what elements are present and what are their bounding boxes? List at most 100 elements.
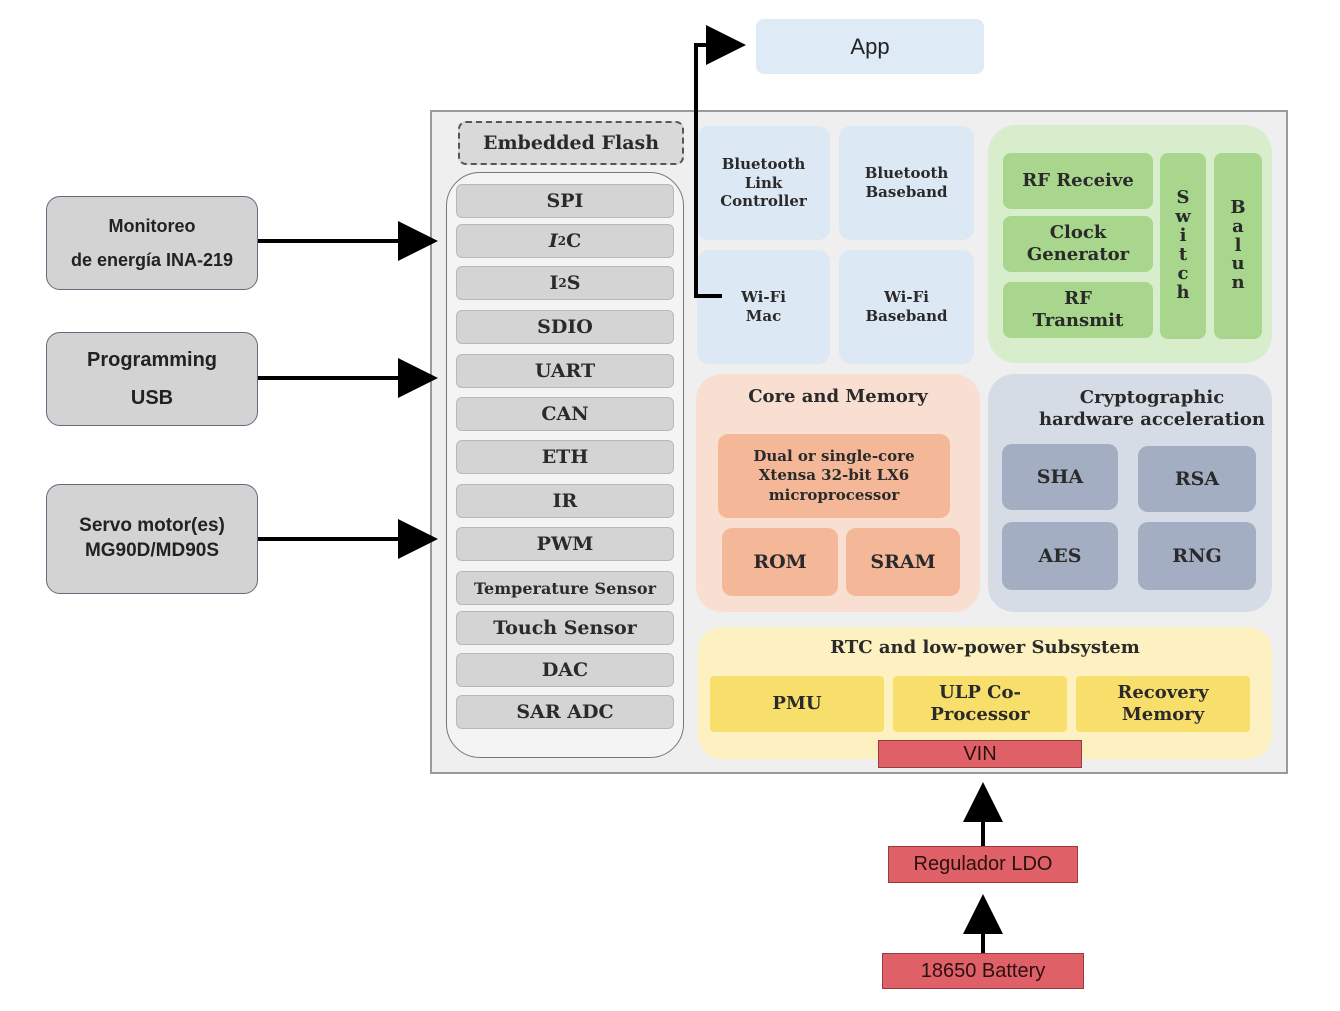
periph-eth-label: ETH (541, 446, 589, 468)
rng-box: RNG (1138, 522, 1256, 590)
servo-line2: MG90D/MD90S (84, 540, 220, 561)
periph-ir-label: IR (552, 490, 578, 512)
balun-letter: B (1230, 196, 1246, 218)
battery-box: 18650 Battery (882, 953, 1084, 989)
periph-sdio: SDIO (456, 310, 674, 344)
energy-monitor-box: Monitoreo de energía INA-219 (46, 196, 258, 290)
periph-uart: UART (456, 354, 674, 388)
arrow-wifi-to-app (694, 25, 746, 298)
cpu-line2: Xtensa 32-bit LX6 (758, 466, 910, 485)
crypto-title-line1: Cryptographic (1079, 386, 1225, 408)
crypto-title: Cryptographic hardware acceleration (1030, 384, 1274, 434)
servo-line1: Servo motor(es) (79, 515, 225, 537)
wifi-baseband-line1: Wi-Fi (884, 288, 929, 307)
sha-box: SHA (1002, 444, 1118, 510)
bt-baseband-line2: Baseband (865, 183, 948, 201)
vin-box: VIN (878, 740, 1082, 768)
rf-receive-label: RF Receive (1022, 170, 1134, 192)
balun-letter: l (1234, 234, 1242, 256)
crypto-title-line2: hardware acceleration (1039, 409, 1265, 430)
core-memory-title: Core and Memory (696, 382, 980, 410)
bt-baseband-line1: Bluetooth (864, 164, 949, 183)
periph-uart-label: UART (534, 360, 596, 382)
bluetooth-link-controller: Bluetooth Link Controller (697, 126, 830, 240)
rf-switch: S w i t c h (1160, 153, 1206, 339)
rng-label: RNG (1172, 545, 1222, 567)
recovery-memory-box: Recovery Memory (1076, 676, 1250, 732)
clock-generator: Clock Generator (1003, 216, 1153, 272)
rf-receive: RF Receive (1003, 153, 1153, 209)
sram-box: SRAM (846, 528, 960, 596)
switch-letter: t (1178, 244, 1188, 265)
rom-box: ROM (722, 528, 838, 596)
periph-dac-label: DAC (541, 659, 589, 681)
periph-temperature-label: Temperature Sensor (473, 578, 657, 598)
periph-dac: DAC (456, 653, 674, 687)
periph-sdio-label: SDIO (537, 316, 593, 338)
aes-box: AES (1002, 522, 1118, 590)
periph-i2s-base: I (549, 272, 559, 294)
ulp-coprocessor-box: ULP Co- Processor (893, 676, 1067, 732)
rtc-title-label: RTC and low-power Subsystem (830, 636, 1140, 658)
periph-touch-sensor: Touch Sensor (456, 611, 674, 645)
rf-transmit-line1: RF (1064, 288, 1092, 310)
balun-letter: a (1232, 215, 1244, 237)
wifi-mac-line1: Wi-Fi (741, 288, 786, 307)
periph-i2c-base: I (548, 230, 558, 252)
wifi-mac-line2: Mac (745, 307, 782, 325)
energy-monitor-line2: de energía INA-219 (70, 250, 234, 270)
app-box: App (756, 19, 984, 74)
sram-label: SRAM (870, 551, 936, 573)
embedded-flash: Embedded Flash (458, 121, 684, 165)
programming-usb-box: Programming USB (46, 332, 258, 426)
periph-sar-adc: SAR ADC (456, 695, 674, 729)
switch-letter: S (1176, 187, 1190, 209)
regulator-ldo-box: Regulador LDO (888, 846, 1078, 883)
bt-link-line2: Link (744, 173, 783, 192)
periph-sar-adc-label: SAR ADC (516, 701, 614, 723)
wifi-mac: Wi-Fi Mac (697, 250, 830, 364)
rsa-label: RSA (1174, 468, 1220, 490)
regulator-label: Regulador LDO (913, 853, 1053, 875)
ulp-line2: Processor (930, 704, 1030, 725)
balun-letter: u (1231, 253, 1245, 275)
energy-monitor-line1: Monitoreo (108, 215, 196, 236)
periph-ir: IR (456, 484, 674, 518)
rf-balun: B a l u n (1214, 153, 1262, 339)
cpu-line3: microprocessor (768, 485, 900, 504)
periph-can-label: CAN (541, 403, 589, 425)
app-label: App (850, 33, 890, 59)
balun-letter: n (1231, 272, 1245, 294)
periph-i2c-sup: 2 (557, 234, 567, 248)
bt-link-line1: Bluetooth (721, 154, 806, 173)
clock-line2: Generator (1026, 244, 1130, 265)
vin-label: VIN (963, 742, 997, 765)
periph-temperature-sensor: Temperature Sensor (456, 571, 674, 605)
periph-pwm-label: PWM (536, 533, 594, 555)
pmu-box: PMU (710, 676, 884, 732)
programming-line1: Programming (86, 349, 218, 371)
wifi-baseband: Wi-Fi Baseband (839, 250, 974, 364)
ulp-line1: ULP Co- (939, 682, 1021, 704)
periph-eth: ETH (456, 440, 674, 474)
periph-spi: SPI (456, 184, 674, 218)
switch-letter: c (1177, 262, 1189, 284)
pmu-label: PMU (772, 693, 822, 715)
clock-line1: Clock (1049, 222, 1107, 244)
rtc-title: RTC and low-power Subsystem (698, 633, 1272, 661)
cpu-box: Dual or single-core Xtensa 32-bit LX6 mi… (718, 434, 950, 518)
servo-motor-box: Servo motor(es) MG90D/MD90S (46, 484, 258, 594)
recovery-line2: Memory (1121, 704, 1205, 725)
core-title-label: Core and Memory (748, 385, 928, 407)
bluetooth-baseband: Bluetooth Baseband (839, 126, 974, 240)
aes-label: AES (1038, 545, 1082, 567)
battery-label: 18650 Battery (920, 959, 1046, 982)
periph-spi-label: SPI (546, 190, 584, 212)
switch-letter: i (1179, 225, 1187, 247)
recovery-line1: Recovery (1117, 682, 1209, 704)
periph-touch-label: Touch Sensor (493, 617, 637, 639)
cpu-line1: Dual or single-core (753, 446, 915, 465)
periph-pwm: PWM (456, 527, 674, 561)
